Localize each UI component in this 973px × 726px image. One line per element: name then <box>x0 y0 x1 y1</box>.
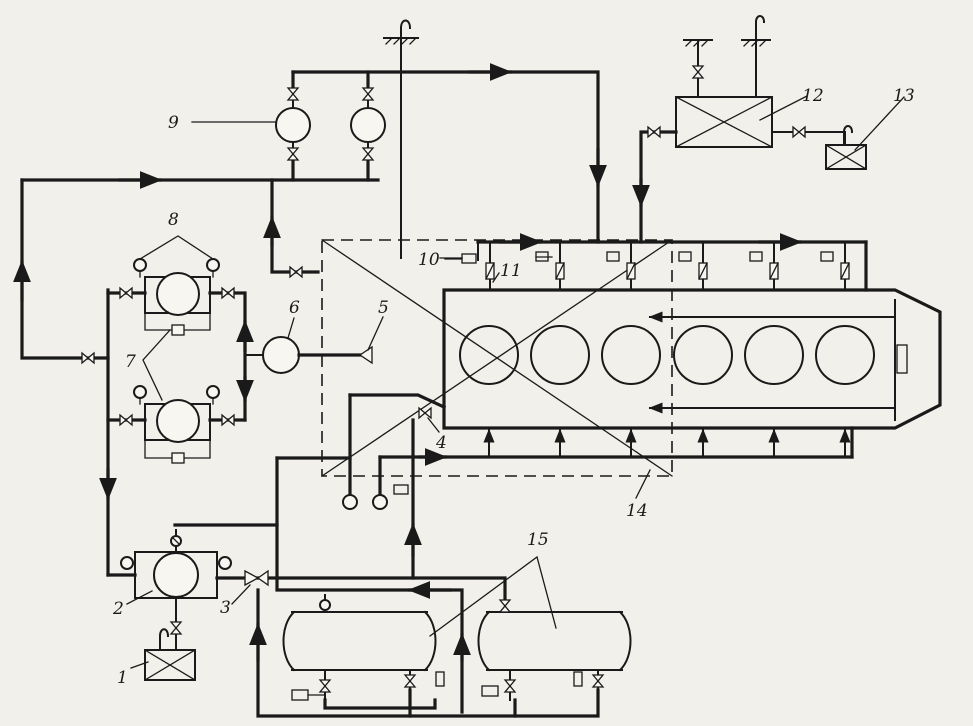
fine-filters <box>275 87 386 161</box>
drain-tank <box>825 125 867 170</box>
label-1: 1 <box>117 668 128 688</box>
vent-line <box>383 19 419 259</box>
label-8: 8 <box>168 210 179 230</box>
booster-pumps <box>81 235 303 577</box>
fuel-supply-line <box>13 63 607 360</box>
service-tank <box>632 15 846 244</box>
cylinder <box>744 325 804 385</box>
cylinder <box>815 325 875 385</box>
label-12: 12 <box>802 86 824 106</box>
cylinder <box>459 325 519 385</box>
fuel-header <box>444 233 868 292</box>
label-10: 10 <box>418 250 440 270</box>
label-4: 4 <box>435 433 447 453</box>
label-14: 14 <box>626 501 648 521</box>
label-13: 13 <box>893 86 915 106</box>
flowmeter-line <box>244 336 373 374</box>
dashed-frame <box>321 239 673 477</box>
engine-cylinders <box>459 325 875 385</box>
cylinder <box>601 325 661 385</box>
cylinder <box>530 325 590 385</box>
label-3: 3 <box>220 598 231 618</box>
drain-header <box>378 426 854 502</box>
engine-block <box>442 288 942 430</box>
settling-tanks <box>282 594 632 701</box>
label-15: 15 <box>527 530 549 550</box>
storage-tank <box>144 628 196 681</box>
transfer-pump <box>106 529 269 649</box>
label-11: 11 <box>500 261 522 281</box>
label-2: 2 <box>112 599 124 619</box>
return-lines <box>173 393 600 718</box>
leader-lines <box>126 95 905 669</box>
callout-labels: 1 2 3 4 5 6 7 8 9 10 11 12 13 14 15 <box>112 86 915 688</box>
label-7: 7 <box>125 352 136 372</box>
label-9: 9 <box>168 113 179 133</box>
injectors <box>485 241 850 291</box>
cylinder <box>673 325 733 385</box>
label-5: 5 <box>378 298 389 318</box>
label-6: 6 <box>289 298 300 318</box>
